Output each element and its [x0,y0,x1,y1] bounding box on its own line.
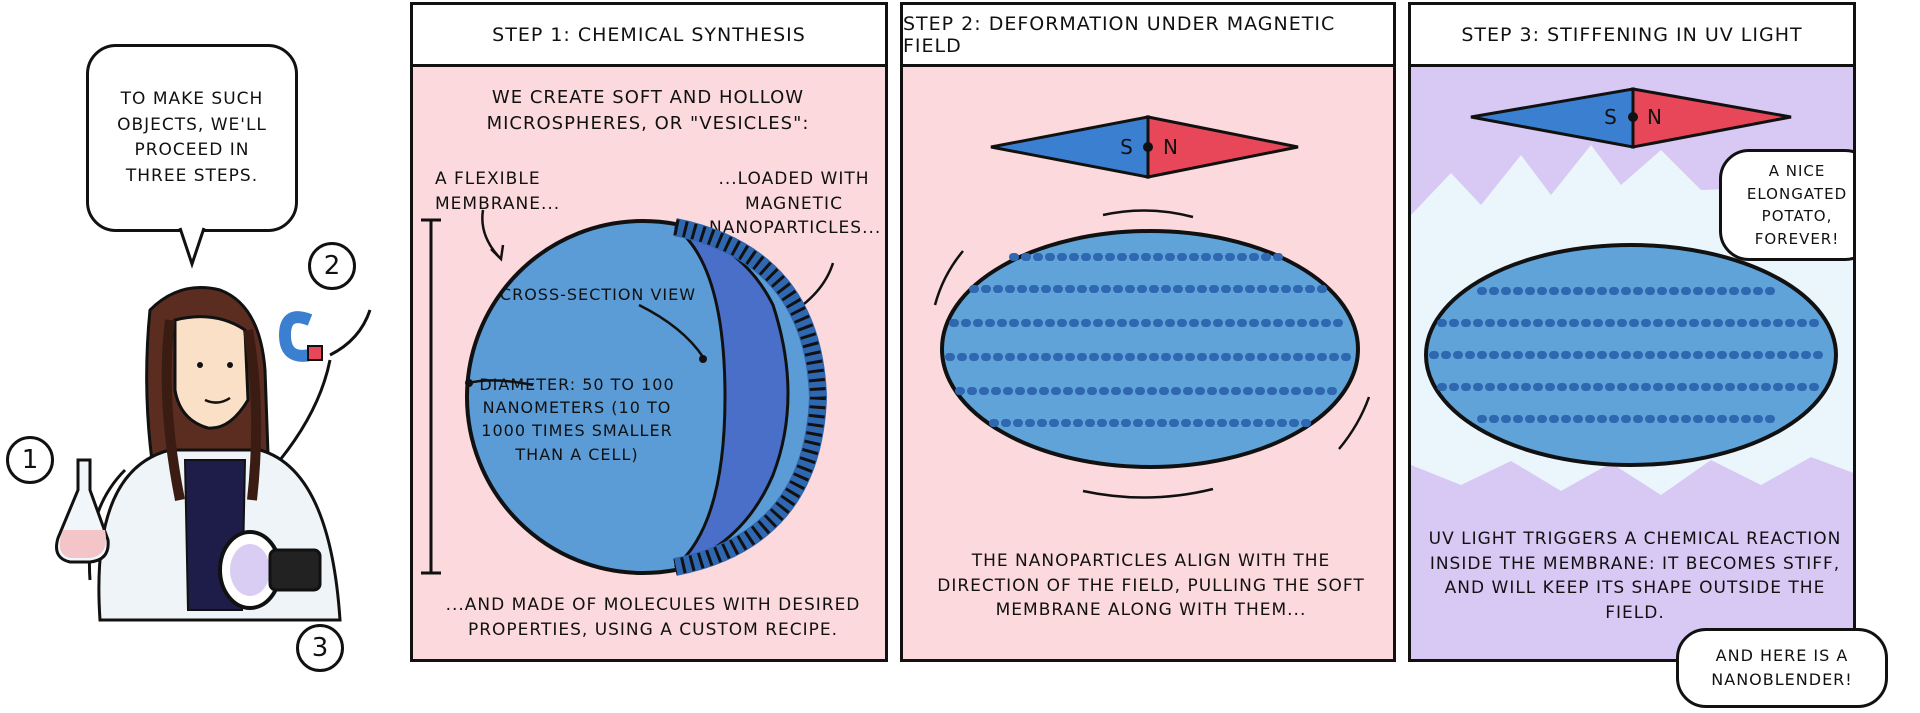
step-2-panel: Step 2: Deformation under magnetic field… [900,2,1396,662]
membrane-label: A flexible membrane... [435,169,561,214]
step-number-2: 2 [308,242,356,290]
potato-speech-text: A nice elongated potato, forever! [1746,162,1848,248]
magnet-s-label-step-2: S [1120,135,1134,159]
step-3-title: Step 3: Stiffening in UV light [1411,5,1853,67]
step-3-caption: UV light triggers a chemical reaction in… [1428,529,1842,623]
step-1-title: Step 1: Chemical synthesis [413,5,885,67]
step-1-caption: ...and made of molecules with desired pr… [445,595,861,640]
cross-section-label: Cross-section view [499,285,697,304]
diameter-label: Diameter: 50 to 100 nanometers (10 to 10… [479,375,675,464]
nanoblender-speech-text: And here is a nanoblender! [1711,646,1853,689]
step-2-title: Step 2: Deformation under magnetic field [903,5,1393,67]
compass-needle-step-2 [990,115,1299,179]
nanoparticles-label: ...loaded with magnetic nanoparticles... [709,169,882,239]
step-1-intro: We create soft and hollow microspheres, … [486,87,810,135]
magnet-n-label-step-2: N [1163,135,1179,159]
intro-speech-bubble: To make such objects, we'll proceed in t… [86,44,298,232]
step-number-3: 3 [296,624,344,672]
step-3-panel: Step 3: Stiffening in UV light S N A nic… [1408,2,1856,662]
step-number-1: 1 [6,436,54,484]
step-1-panel: Step 1: Chemical synthesis We create sof… [410,2,888,662]
vesicle-illustration [421,209,835,576]
magnet-s-label-step-3: S [1604,105,1618,129]
intro-speech-text: To make such objects, we'll proceed in t… [117,89,267,186]
potato-speech-bubble: A nice elongated potato, forever! [1719,149,1853,261]
deformed-vesicle-illustration [933,209,1371,499]
intro-speech-tail [178,227,206,269]
nanoblender-speech-bubble: And here is a nanoblender! [1676,628,1888,708]
step-2-caption: The nanoparticles align with the directi… [937,551,1365,621]
magnet-n-label-step-3: N [1647,105,1663,129]
scientist-illustration [55,286,372,622]
